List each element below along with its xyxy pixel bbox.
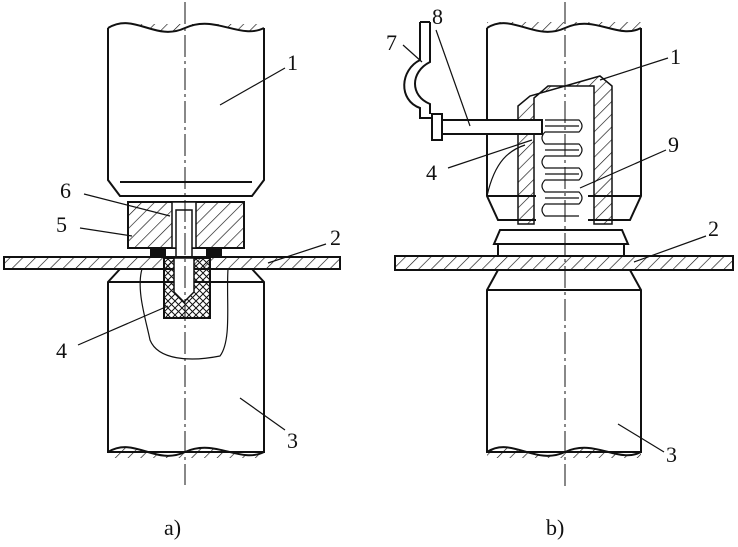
- caption-a: a): [164, 515, 181, 540]
- insulator-right-a: [206, 248, 222, 257]
- workpiece-b: [394, 255, 734, 271]
- label-b-7: 7: [386, 30, 397, 55]
- label-a-2: 2: [330, 225, 341, 250]
- label-b-3: 3: [666, 442, 677, 467]
- head-base-b: [492, 229, 630, 245]
- label-b-8: 8: [432, 4, 443, 29]
- lower-electrode-b: [486, 269, 642, 458]
- label-a-4: 4: [56, 338, 67, 363]
- label-b-2: 2: [708, 216, 719, 241]
- caption-b: b): [546, 515, 564, 540]
- label-b-4: 4: [426, 160, 437, 185]
- clamp-b: [403, 21, 432, 119]
- feed-rod-b: [431, 113, 543, 141]
- holder-a: [127, 201, 245, 259]
- figure-b: 1 2 3 4 7 8 9 b): [386, 2, 734, 540]
- label-b-1: 1: [670, 44, 681, 69]
- label-a-5: 5: [56, 212, 67, 237]
- label-a-1: 1: [287, 50, 298, 75]
- label-a-3: 3: [287, 428, 298, 453]
- label-a-6: 6: [60, 178, 71, 203]
- upper-electrode-a: [107, 22, 265, 197]
- label-b-9: 9: [668, 132, 679, 157]
- spring-b: [536, 118, 588, 226]
- insulator-left-a: [150, 248, 166, 257]
- figure-a: 1 2 3 4 5 6 a): [3, 2, 341, 540]
